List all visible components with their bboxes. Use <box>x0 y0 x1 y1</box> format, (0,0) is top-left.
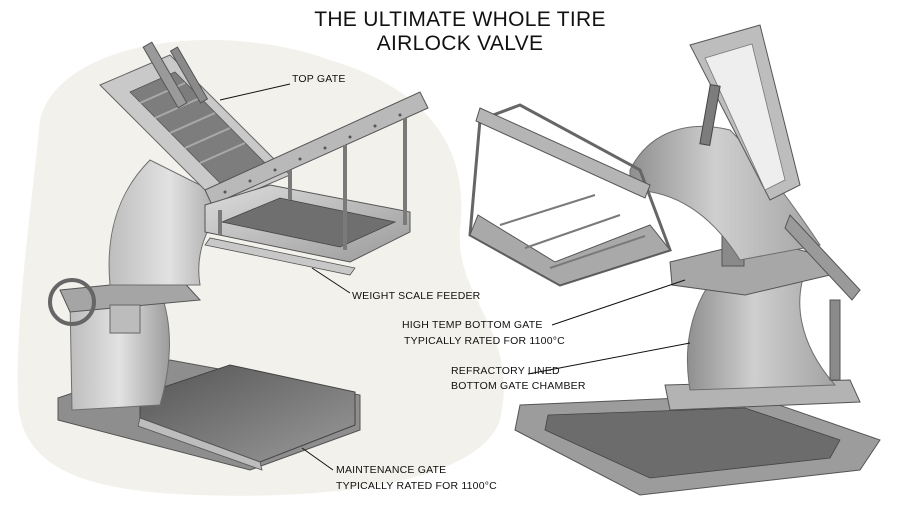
leader-high-temp-bottom-gate <box>551 279 686 326</box>
leader-lines <box>219 83 691 471</box>
feeder-rail <box>204 91 429 206</box>
label-bottom-gate-chamber: BOTTOM GATE CHAMBER <box>451 380 586 392</box>
right-feeder-grid <box>499 194 646 269</box>
feeder-frame-posts <box>218 118 407 250</box>
right-tall-frame-inner <box>704 43 786 191</box>
right-side-cylinder <box>829 299 841 381</box>
right-frame-cylinder <box>699 84 721 146</box>
feeder-rail-bolts <box>223 113 402 194</box>
right-feeder-rail <box>475 107 651 199</box>
feeder-deck <box>220 197 397 248</box>
label-high-temp-rating: TYPICALLY RATED FOR 1100°C <box>404 335 565 347</box>
leader-refractory-lined <box>527 342 691 375</box>
right-side-bracket <box>784 214 861 301</box>
top-gate-cylinder <box>142 41 188 109</box>
top-gate-cylinder-2 <box>169 46 209 104</box>
label-top-gate: TOP GATE <box>292 73 346 85</box>
label-refractory-lined: REFRACTORY LINED <box>451 365 560 377</box>
leader-top-gate <box>219 83 291 101</box>
right-feeder-deck <box>469 214 671 286</box>
leader-maintenance-gate <box>301 447 334 471</box>
label-maintenance-gate: MAINTENANCE GATE <box>336 464 447 476</box>
left-machine <box>48 41 429 471</box>
left-actuator-wheel <box>48 278 96 326</box>
label-high-temp-bottom-gate: HIGH TEMP BOTTOM GATE <box>402 319 543 331</box>
left-curved-chute <box>108 159 231 286</box>
left-actuator-box <box>109 304 141 334</box>
maintenance-gate-rail <box>137 417 263 471</box>
diagram-title-line-2: AIRLOCK VALVE <box>376 32 544 55</box>
right-machine <box>468 24 881 496</box>
label-maintenance-rating: TYPICALLY RATED FOR 1100°C <box>336 480 497 492</box>
diagram-title-line-1: THE ULTIMATE WHOLE TIRE <box>314 8 606 31</box>
leader-weight-scale-feeder <box>311 267 351 294</box>
right-base-inner <box>544 407 841 479</box>
feeder-base-plate <box>204 237 356 276</box>
label-weight-scale-feeder: WEIGHT SCALE FEEDER <box>352 290 481 302</box>
